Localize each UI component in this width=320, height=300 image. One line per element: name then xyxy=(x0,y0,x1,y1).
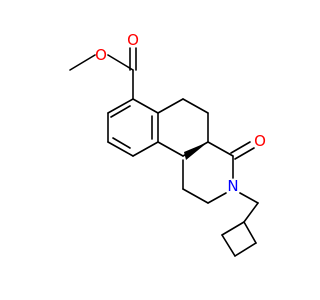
bond-lactam-CO-a xyxy=(230,141,251,154)
bond-ar-4-5 xyxy=(132,141,159,157)
bond-cb-4-1 xyxy=(221,221,245,236)
atom-label-ester-O: O xyxy=(127,31,139,49)
atom-label-amide-N: N xyxy=(227,177,238,195)
amide-N-text: N xyxy=(227,177,238,195)
bond-ar-3-4-inner xyxy=(112,137,131,149)
bond-spiro-carbonylC xyxy=(207,141,234,157)
bond-ring-ch2-ch2-a xyxy=(182,188,209,204)
methyl-ester-group xyxy=(69,47,137,100)
bond-N-ch2 xyxy=(207,192,227,204)
bond-ar-6-1 xyxy=(132,98,159,114)
bond-O-carbonylC xyxy=(107,54,134,71)
bond-sat-ch2-ch2 xyxy=(182,98,209,114)
bond-cb-2-3 xyxy=(234,242,257,257)
bond-sat-ch2-ar5 xyxy=(157,141,184,157)
cyclobutylmethyl-group xyxy=(221,192,259,257)
bond-cb-3-4 xyxy=(221,234,236,257)
molecule-canvas: O O O N xyxy=(69,31,266,257)
bond-ar-1-2-inner xyxy=(110,105,131,118)
structure-diagram: O O O N xyxy=(69,31,266,257)
bond-lactam-CO-b xyxy=(234,147,255,160)
atom-label-methoxy-O: O xyxy=(95,46,107,64)
methoxy-O-text: O xyxy=(95,46,107,64)
lactam-carbonyl-O-text: O xyxy=(254,132,266,150)
bond-sat-ar6-ch2 xyxy=(157,98,184,114)
stereo-wedge-bond xyxy=(184,142,208,160)
aromatic-ring xyxy=(107,98,159,157)
ester-carbonyl-O-text: O xyxy=(127,31,139,49)
bond-N-ch2-sub xyxy=(239,192,259,204)
bond-cb-1-2 xyxy=(243,221,257,244)
bond-methyl-O xyxy=(69,54,96,71)
bond-ar-1-2 xyxy=(107,98,134,114)
piperidinone-ring xyxy=(182,141,255,204)
bond-ch2-cyclobutyl xyxy=(243,202,259,223)
bond-ar-3-4 xyxy=(107,141,134,157)
atom-label-lactam-O: O xyxy=(254,132,266,150)
